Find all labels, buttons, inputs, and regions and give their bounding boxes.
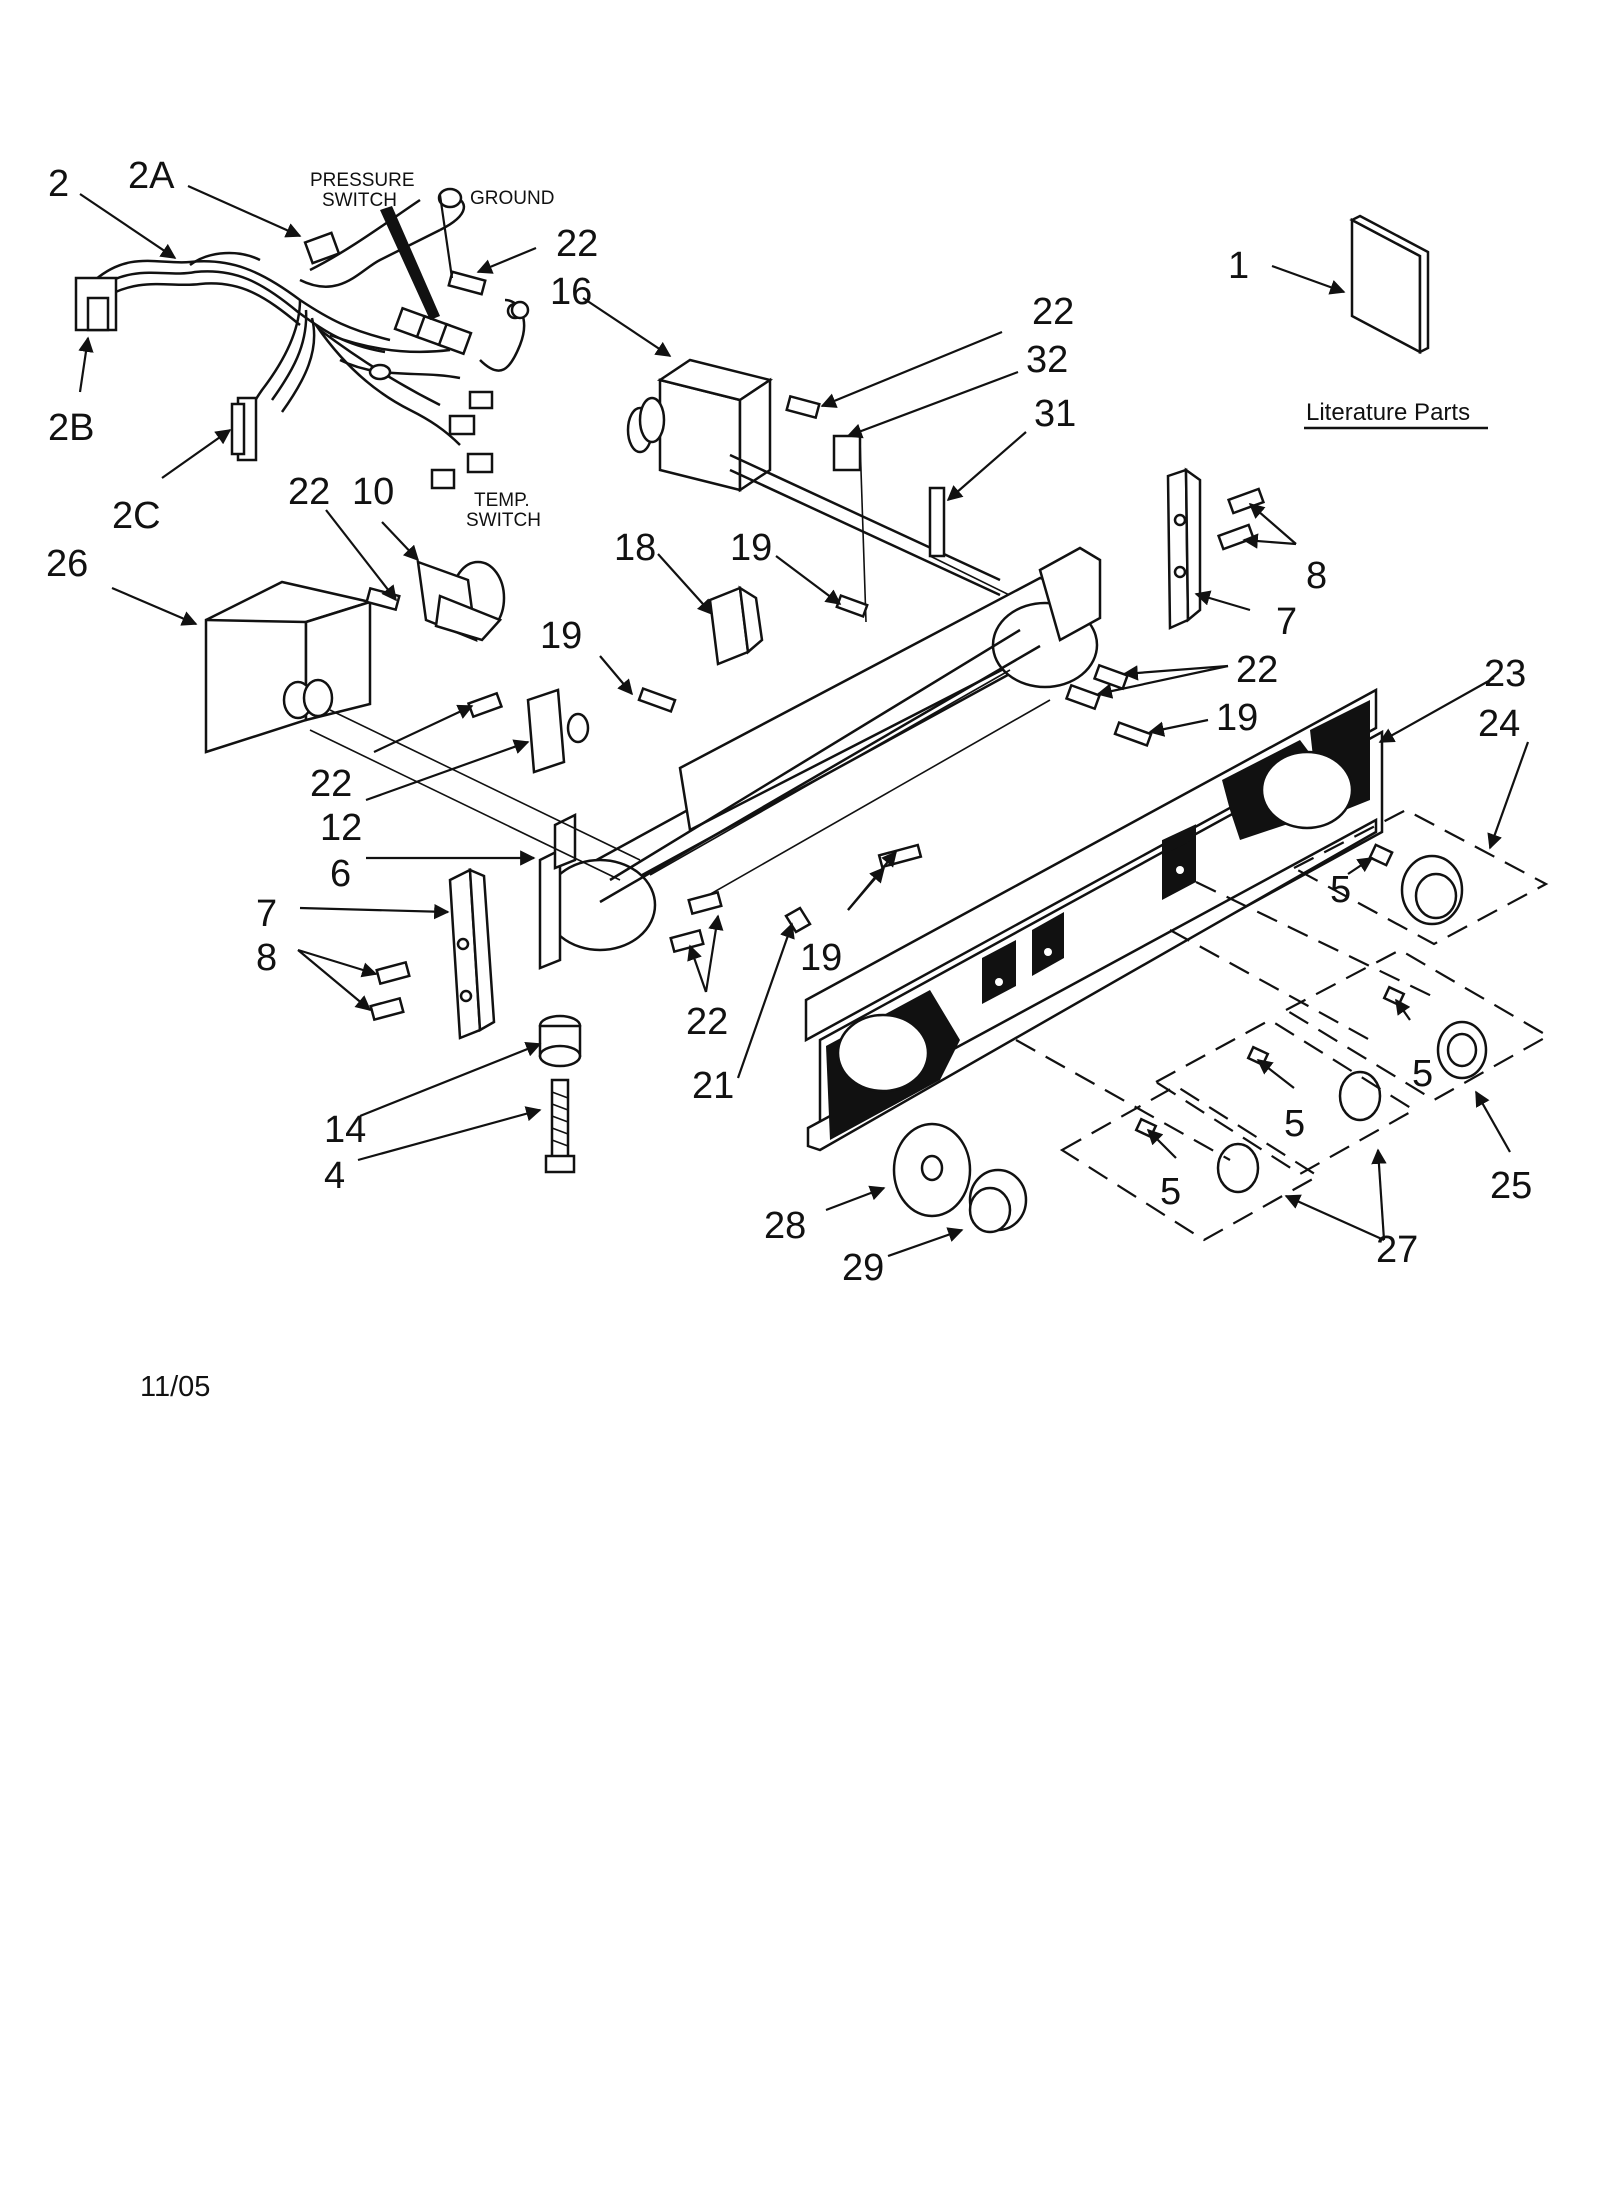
bracket-7-lower [448,868,496,1040]
pressure-switch-label-2: SWITCH [322,190,397,211]
callout-18: 18 [614,527,656,569]
callout-2: 2 [48,163,69,205]
callout-4: 4 [324,1155,345,1197]
callout-1: 1 [1228,245,1249,287]
switch-12 [526,688,590,774]
callout-31: 31 [1034,393,1076,435]
wire-harness [74,187,526,490]
callout-27: 27 [1376,1229,1418,1271]
callout-32: 32 [1026,339,1068,381]
callout-22-upper-right: 22 [1032,291,1074,333]
callout-28: 28 [764,1205,806,1247]
callout-14: 14 [324,1109,366,1151]
callout-16: 16 [550,271,592,313]
callout-23: 23 [1484,653,1526,695]
control-panel-23 [804,687,1384,1152]
ground-label: GROUND [470,188,554,209]
switch-18 [708,585,764,666]
callout-8-right: 8 [1306,555,1327,597]
callout-labels: 2 2A 2B 2C PRESSURE SWITCH GROUND TEMP. … [46,155,1532,1403]
knob-25 [1382,985,1488,1080]
callout-19-right: 19 [1216,697,1258,739]
literature-parts-label: Literature Parts [1306,399,1470,426]
literature-parts: Literature Parts [1304,214,1488,430]
knob-29 [968,1168,1028,1234]
knob-groups [1015,808,1551,1242]
knob-27-lower [1134,1117,1260,1194]
callout-2a: 2A [128,155,175,197]
callout-19-top: 19 [730,527,772,569]
bracket-7-upper [1166,467,1202,630]
callout-5-mid: 5 [1412,1053,1433,1095]
callout-5-middle: 5 [1284,1103,1305,1145]
callout-22-top: 22 [556,223,598,265]
callout-24: 24 [1478,703,1520,745]
callout-7-left: 7 [256,893,277,935]
timer-16 [626,358,1001,597]
callout-22-left: 22 [288,471,330,513]
callout-2c: 2C [112,495,161,537]
bolt-4 [544,1078,576,1174]
knob-27-upper [1246,1045,1382,1122]
callout-5-top: 5 [1330,869,1351,911]
callout-22-bottom: 22 [686,1001,728,1043]
callout-22-right: 22 [1236,649,1278,691]
leader-lines [78,184,1530,1258]
knob-24 [1368,843,1464,926]
callout-26: 26 [46,543,88,585]
callout-2b: 2B [48,407,94,449]
leveling-leg-14 [538,1014,582,1068]
callout-25: 25 [1490,1165,1532,1207]
bracket-32 [832,434,867,623]
callout-19-bottom: 19 [800,937,842,979]
callout-29: 29 [842,1247,884,1289]
revision-date: 11/05 [140,1371,210,1403]
callout-7-right: 7 [1276,601,1297,643]
callout-6: 6 [330,853,351,895]
callout-22-mid-left: 22 [310,763,352,805]
screws [365,270,1266,1022]
pressure-switch-label-1: PRESSURE [310,170,415,191]
callout-21: 21 [692,1065,734,1107]
temp-switch-label-1: TEMP. [474,490,530,511]
callout-19-mid: 19 [540,615,582,657]
callout-8-left: 8 [256,937,277,979]
temp-switch-label-2: SWITCH [466,510,541,531]
bezel-28 [892,1122,972,1218]
console-frame [538,546,1102,970]
callout-12: 12 [320,807,362,849]
callout-10: 10 [352,471,394,513]
switch-10 [416,560,506,642]
callout-5-bottom: 5 [1160,1171,1181,1213]
